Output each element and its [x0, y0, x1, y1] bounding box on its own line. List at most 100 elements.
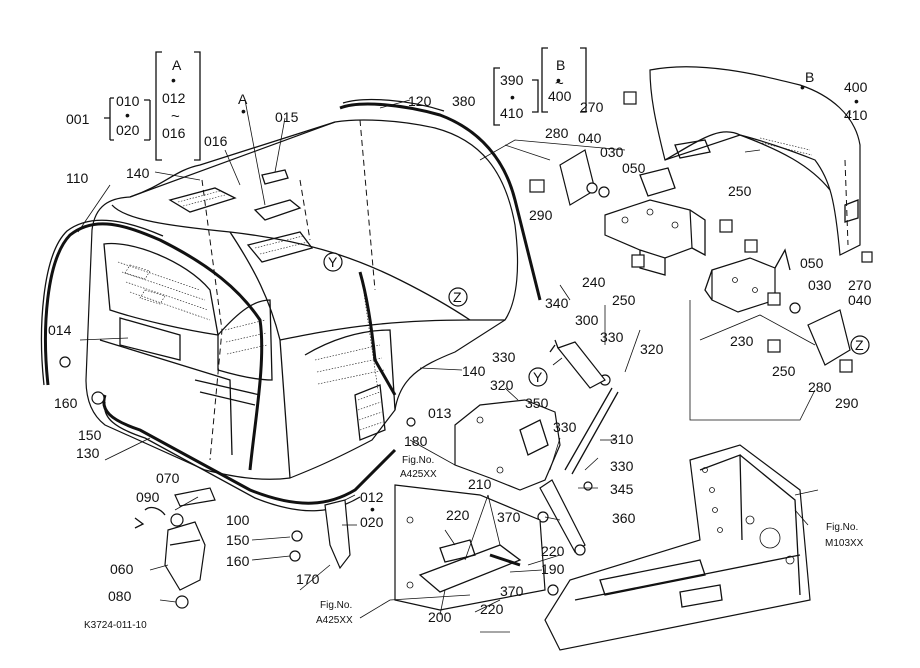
callout-030a: 030 [600, 144, 624, 160]
view-markers [323, 252, 870, 387]
dot-g: • [241, 103, 246, 119]
callout-330b: 330 [492, 349, 516, 365]
callout-050b: 050 [800, 255, 824, 271]
dot-a: • [171, 72, 176, 88]
callout-B1: B [556, 57, 565, 73]
callout-310: 310 [610, 431, 634, 447]
callout-150b: 150 [226, 532, 250, 548]
strip-140 [358, 271, 397, 396]
dot-b: • [125, 107, 130, 123]
plate-280b [807, 309, 851, 366]
callout-280b: 280 [808, 379, 832, 395]
leader-lines [77, 99, 851, 633]
callout-220c: 220 [480, 601, 504, 617]
callout-013: 013 [428, 405, 452, 421]
marker-Y1: Y [328, 254, 338, 270]
frame-M103 [544, 444, 811, 651]
callout-A1: A [172, 57, 182, 73]
callout-120: 120 [408, 93, 432, 109]
callout-290a: 290 [529, 207, 553, 223]
callout-015: 015 [275, 109, 299, 125]
callout-220b: 220 [541, 543, 565, 559]
marker-Y2: Y [533, 369, 543, 385]
callout-270a: 270 [580, 99, 604, 115]
callout-190: 190 [541, 561, 565, 577]
callout-250a: 250 [728, 183, 752, 199]
callout-040b: 040 [848, 292, 872, 308]
marker-Z2: Z [855, 337, 864, 353]
callout-345: 345 [610, 481, 634, 497]
figref-1-line2: A425XX [400, 469, 437, 480]
callout-020b: 020 [360, 514, 384, 530]
callout-B2: B [805, 69, 814, 85]
callout-090: 090 [136, 489, 160, 505]
callout-400b: 400 [844, 79, 868, 95]
callout-340: 340 [545, 295, 569, 311]
callout-170: 170 [296, 571, 320, 587]
callout-060: 060 [110, 561, 134, 577]
callout-016a: 016 [162, 125, 186, 141]
figref-3-line1: Fig.No. [320, 600, 352, 611]
plate-280a [559, 149, 596, 206]
callout-012a: 012 [162, 90, 186, 106]
callout-180: 180 [404, 433, 428, 449]
callout-400a: 400 [548, 88, 572, 104]
figref-3-line2: A425XX [316, 615, 353, 626]
dot-c: • [510, 89, 515, 105]
callout-410a: 410 [500, 105, 524, 121]
callout-150a: 150 [78, 427, 102, 443]
callout-330a: 330 [600, 329, 624, 345]
callout-040a: 040 [578, 130, 602, 146]
callout-410b: 410 [844, 107, 868, 123]
dot-d: • [556, 72, 561, 88]
figref-2-line2: M103XX [825, 538, 864, 549]
linkage-parts [539, 339, 619, 556]
fasteners [59, 91, 873, 609]
callout-016b: 016 [204, 133, 228, 149]
callout-080: 080 [108, 588, 132, 604]
callout-390: 390 [500, 72, 524, 88]
tilde-b: ~ [555, 75, 564, 92]
dot-e: • [854, 93, 859, 109]
bracket-240 [604, 167, 706, 276]
callout-320b: 320 [490, 377, 514, 393]
rear-cover-B [649, 66, 861, 256]
callout-001: 001 [66, 111, 90, 127]
latch-parts [134, 487, 351, 591]
callout-210: 210 [468, 476, 492, 492]
callout-A2: A [238, 91, 248, 107]
callout-370b: 370 [500, 583, 524, 599]
callout-100: 100 [226, 512, 250, 528]
footer-code: K3724-011-10 [84, 620, 147, 631]
callout-140a: 140 [126, 165, 150, 181]
callout-230: 230 [730, 333, 754, 349]
dot-h: • [370, 501, 375, 517]
callout-380: 380 [452, 93, 476, 109]
figref-1-line1: Fig.No. [402, 455, 434, 466]
callout-250c: 250 [772, 363, 796, 379]
callout-330c: 330 [553, 419, 577, 435]
hood-seal-110 [40, 219, 264, 471]
callout-300: 300 [575, 312, 599, 328]
callout-320a: 320 [640, 341, 664, 357]
callout-014: 014 [48, 322, 72, 338]
callout-270b: 270 [848, 277, 872, 293]
callout-200: 200 [428, 609, 452, 625]
callout-350: 350 [525, 395, 549, 411]
callout-370a: 370 [497, 509, 521, 525]
trim-seal-120 [339, 98, 542, 301]
callout-020a: 020 [116, 122, 140, 138]
callout-010: 010 [116, 93, 140, 109]
label-layer: 001 010 020 A 012 016 A 016 015 120 380 … [48, 57, 872, 631]
callout-360: 360 [612, 510, 636, 526]
callout-160b: 160 [226, 553, 250, 569]
callout-220a: 220 [446, 507, 470, 523]
dot-f: • [800, 79, 805, 95]
callout-070: 070 [156, 470, 180, 486]
callout-240: 240 [582, 274, 606, 290]
callout-290b: 290 [835, 395, 859, 411]
callout-012b: 012 [360, 489, 384, 505]
callout-110: 110 [66, 170, 89, 186]
callout-030b: 030 [808, 277, 832, 293]
